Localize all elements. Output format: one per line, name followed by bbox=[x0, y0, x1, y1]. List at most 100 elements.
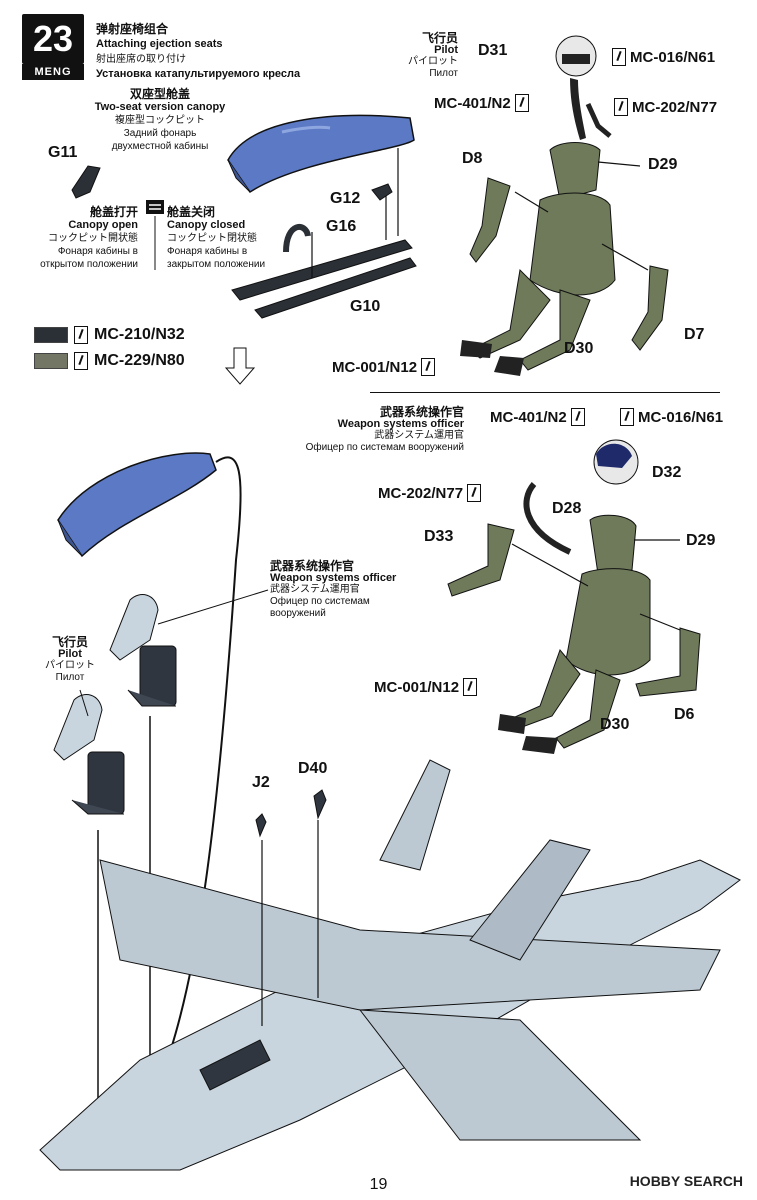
label-d29-a: D29 bbox=[648, 156, 678, 173]
brush-icon bbox=[614, 98, 628, 116]
paint-code-mc229: MC-229/N80 bbox=[94, 352, 185, 369]
section-divider bbox=[370, 392, 720, 393]
label-d40: D40 bbox=[298, 760, 328, 777]
label-g12: G12 bbox=[330, 190, 361, 207]
canopy-closed-ru2: закрытом положении bbox=[167, 259, 266, 270]
title-cn: 弹射座椅组合 bbox=[96, 22, 169, 36]
paint-callout-mc001-b: MC-001/N12 bbox=[374, 678, 478, 696]
paint-code: MC-001/N12 bbox=[374, 678, 460, 696]
pilot-header-en: Pilot bbox=[434, 44, 458, 56]
brush-icon bbox=[612, 48, 626, 66]
paint-swatch-olive bbox=[34, 353, 68, 369]
part-d40-shape bbox=[313, 789, 327, 820]
pilot-lower-en: Pilot bbox=[58, 648, 82, 660]
paint-code: MC-202/N77 bbox=[378, 484, 464, 502]
label-d33: D33 bbox=[424, 528, 454, 545]
two-seat-canopy-cn: 双座型舱盖 bbox=[129, 87, 190, 101]
canopy-open-en: Canopy open bbox=[68, 219, 138, 231]
label-d30-b: D30 bbox=[600, 716, 630, 733]
pilot-lower-cn: 飞行员 bbox=[51, 635, 88, 649]
paint-callout-mc202-b: MC-202/N77 bbox=[378, 484, 482, 502]
brand-logo: MENG bbox=[22, 64, 84, 80]
pilot-seat-note: 飞行员 Pilot パイロット Пилот bbox=[40, 636, 100, 684]
paint-callout-mc016-b: MC-016/N61 bbox=[620, 408, 723, 426]
label-d6: D6 bbox=[674, 706, 695, 723]
part-g11-shape bbox=[71, 165, 101, 199]
paint-code: MC-401/N2 bbox=[434, 94, 511, 112]
pilot-header: 飞行员 Pilot パイロット Пилот bbox=[360, 32, 458, 80]
wso-header: 武器系统操作官 Weapon systems officer 武器システム運用官… bbox=[262, 406, 464, 454]
label-d28: D28 bbox=[552, 500, 582, 517]
hobby-search-watermark: HOBBY SEARCH bbox=[629, 1173, 743, 1189]
paint-code: MC-401/N2 bbox=[490, 408, 567, 426]
two-seat-canopy-ru1: Задний фонарь bbox=[123, 128, 197, 139]
part-g16-shape bbox=[283, 224, 311, 253]
swap-icon bbox=[146, 200, 164, 214]
arrow-d7 bbox=[601, 243, 649, 271]
pilot-lower-jp: パイロット bbox=[45, 660, 95, 671]
label-j2: J2 bbox=[252, 774, 270, 791]
pilot-seat-assembly bbox=[53, 694, 125, 815]
leader-pilot bbox=[79, 689, 89, 717]
paint-code-mc210: MC-210/N32 bbox=[94, 326, 185, 343]
part-j2-shape bbox=[255, 813, 267, 838]
wso-seat-note: 武器系统操作官 Weapon systems officer 武器システム運用官… bbox=[270, 560, 396, 620]
wso-lower-en: Weapon systems officer bbox=[270, 572, 397, 584]
page-number: 19 bbox=[369, 1176, 388, 1193]
wso-lower-jp: 武器システム運用官 bbox=[270, 584, 360, 595]
paint-callout-mc001-a: MC-001/N12 bbox=[332, 358, 436, 376]
label-g11: G11 bbox=[48, 144, 78, 161]
pilot-figure bbox=[460, 35, 669, 376]
wso-header-ru: Офицер по системам вооружений bbox=[305, 442, 464, 453]
canopy-rail-g10 bbox=[231, 239, 417, 319]
paint-callout-mc202-a: MC-202/N77 bbox=[614, 98, 717, 116]
arrow-d8 bbox=[514, 191, 549, 213]
paint-callout-mc016-a: MC-016/N61 bbox=[612, 48, 715, 66]
label-d30-a: D30 bbox=[564, 340, 594, 357]
label-d29-b: D29 bbox=[686, 532, 716, 549]
paint-swatch-dark bbox=[34, 327, 68, 343]
two-seat-canopy-jp: 複座型コックピット bbox=[115, 115, 205, 126]
title-en: Attaching ejection seats bbox=[96, 38, 223, 50]
wso-lower-cn: 武器系统操作官 bbox=[270, 559, 355, 573]
pilot-header-ru: Пилот bbox=[429, 68, 458, 79]
pilot-header-cn: 飞行员 bbox=[421, 31, 458, 45]
arrow-d29-a bbox=[597, 161, 641, 167]
wso-header-en: Weapon systems officer bbox=[337, 418, 464, 430]
title-ru: Установка катапультируемого кресла bbox=[96, 68, 301, 80]
pilot-lower-ru: Пилот bbox=[55, 672, 85, 683]
arrow-d33 bbox=[511, 543, 589, 587]
pilot-header-jp: パイロット bbox=[408, 56, 458, 67]
step-number-badge: 23 bbox=[22, 14, 84, 64]
canopy-closed-ru1: Фонаря кабины в bbox=[167, 246, 248, 257]
wso-lower-ru2: вооружений bbox=[270, 608, 326, 619]
paint-code: MC-001/N12 bbox=[332, 358, 418, 376]
canopy-open-ru1: Фонаря кабины в bbox=[57, 246, 138, 257]
wso-figure bbox=[447, 439, 701, 754]
label-g10: G10 bbox=[350, 298, 381, 315]
wso-header-jp: 武器システム運用官 bbox=[374, 430, 464, 441]
leader-wso bbox=[157, 589, 269, 625]
paint-callout-mc401-a: MC-401/N2 bbox=[434, 94, 529, 112]
brush-icon bbox=[463, 678, 478, 696]
canopy-closed-jp: コックピット閉状態 bbox=[167, 233, 257, 244]
brush-icon bbox=[74, 352, 88, 370]
canopy-closed-note: 舱盖关闭 Canopy closed コックピット閉状態 Фонаря каби… bbox=[167, 206, 297, 271]
brush-icon bbox=[74, 326, 88, 344]
title-jp: 射出座席の取り付け bbox=[96, 54, 186, 65]
lower-canopy-part bbox=[57, 452, 217, 558]
aircraft-fuselage bbox=[39, 759, 741, 1171]
brush-icon bbox=[620, 408, 634, 426]
brush-icon bbox=[514, 94, 529, 112]
brush-icon bbox=[570, 408, 585, 426]
brush-icon bbox=[421, 358, 436, 376]
canopy-open-note: 舱盖打开 Canopy open コックピット開状態 Фонаря кабины… bbox=[14, 206, 138, 271]
wso-lower-ru1: Офицер по системам bbox=[270, 596, 370, 607]
wso-seat-assembly bbox=[109, 594, 177, 707]
label-d7: D7 bbox=[684, 326, 705, 343]
paint-callout-mc401-b: MC-401/N2 bbox=[490, 408, 585, 426]
paint-legend-olive: MC-229/N80 bbox=[34, 352, 185, 370]
two-seat-canopy-ru2: двухместной кабины bbox=[111, 141, 209, 152]
canopy-closed-cn: 舱盖关闭 bbox=[167, 205, 216, 219]
